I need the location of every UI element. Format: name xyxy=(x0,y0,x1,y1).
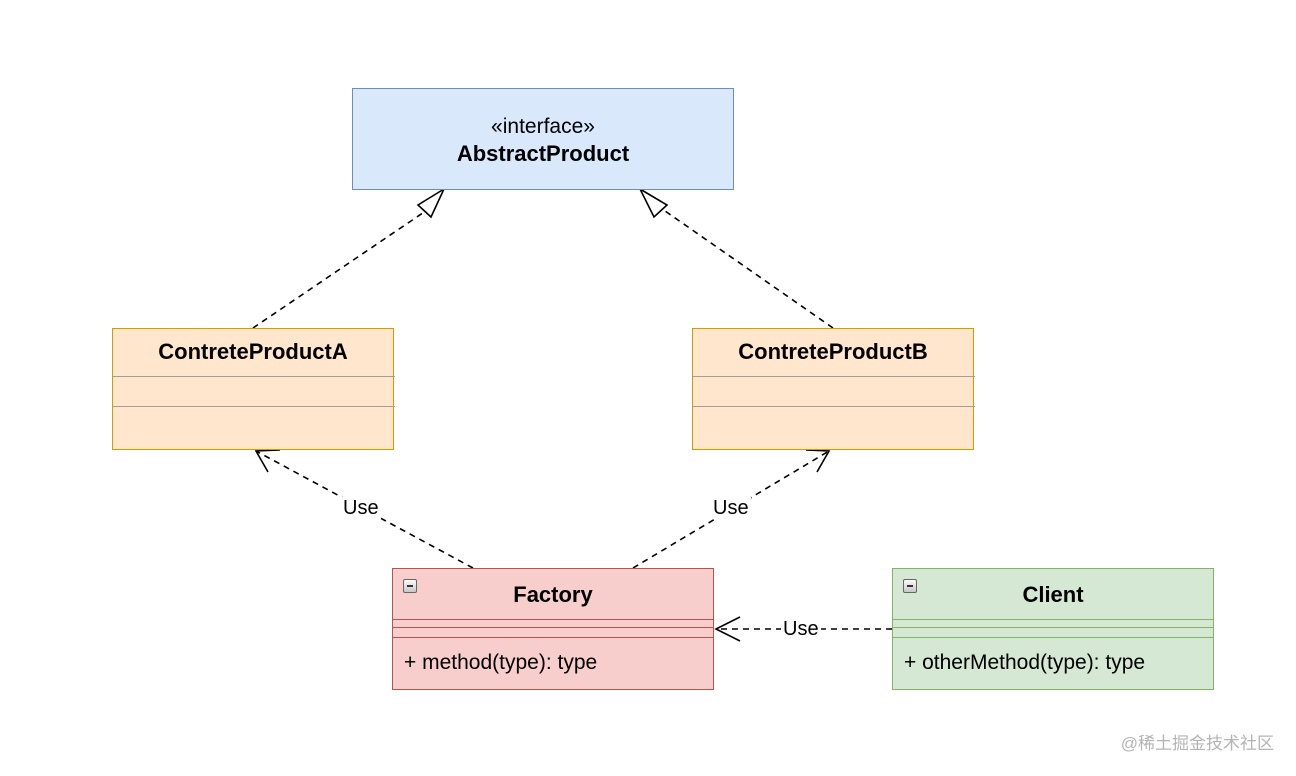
client-method: + otherMethod(type): type xyxy=(904,651,1146,674)
collapse-icon[interactable] xyxy=(403,579,417,593)
factory-name: Factory xyxy=(513,582,593,607)
methods-divider xyxy=(393,637,713,638)
methods-divider xyxy=(693,406,975,407)
methods-divider xyxy=(893,637,1213,638)
use-label-factory-a: Use xyxy=(341,497,381,519)
client-class[interactable]: Client + otherMethod(type): type xyxy=(892,568,1214,690)
methods-divider xyxy=(113,406,395,407)
realization-line-a xyxy=(252,203,437,329)
concrete-product-b-name: ContreteProductB xyxy=(738,339,928,364)
attributes-divider xyxy=(693,376,975,377)
factory-method: + method(type): type xyxy=(404,651,598,674)
realization-arrowhead-a xyxy=(416,186,446,219)
use-arrowhead-factory-b xyxy=(805,449,831,473)
concrete-product-a-class[interactable]: ContreteProductA xyxy=(112,328,395,450)
use-label-factory-b: Use xyxy=(711,497,751,519)
interface-stereotype: «interface» xyxy=(491,115,595,138)
realization-arrowhead-b xyxy=(638,186,669,219)
use-label-client-factory: Use xyxy=(781,618,821,640)
use-arrowhead-factory-a xyxy=(254,449,281,473)
collapse-icon[interactable] xyxy=(903,579,917,593)
factory-class[interactable]: Factory + method(type): type xyxy=(392,568,714,690)
header-divider xyxy=(893,619,1213,620)
use-arrowhead-client-factory xyxy=(714,616,741,642)
concrete-product-a-name: ContreteProductA xyxy=(158,339,348,364)
attributes-divider xyxy=(113,376,395,377)
client-name: Client xyxy=(1022,582,1084,607)
concrete-product-b-class[interactable]: ContreteProductB xyxy=(692,328,975,450)
watermark: @稀土掘金技术社区 xyxy=(1120,734,1274,753)
attributes-divider xyxy=(893,627,1213,628)
interface-name: AbstractProduct xyxy=(456,141,630,166)
header-divider xyxy=(393,619,713,620)
attributes-divider xyxy=(393,627,713,628)
abstract-product-interface[interactable]: «interface» AbstractProduct xyxy=(352,88,734,190)
realization-line-b xyxy=(654,203,834,329)
